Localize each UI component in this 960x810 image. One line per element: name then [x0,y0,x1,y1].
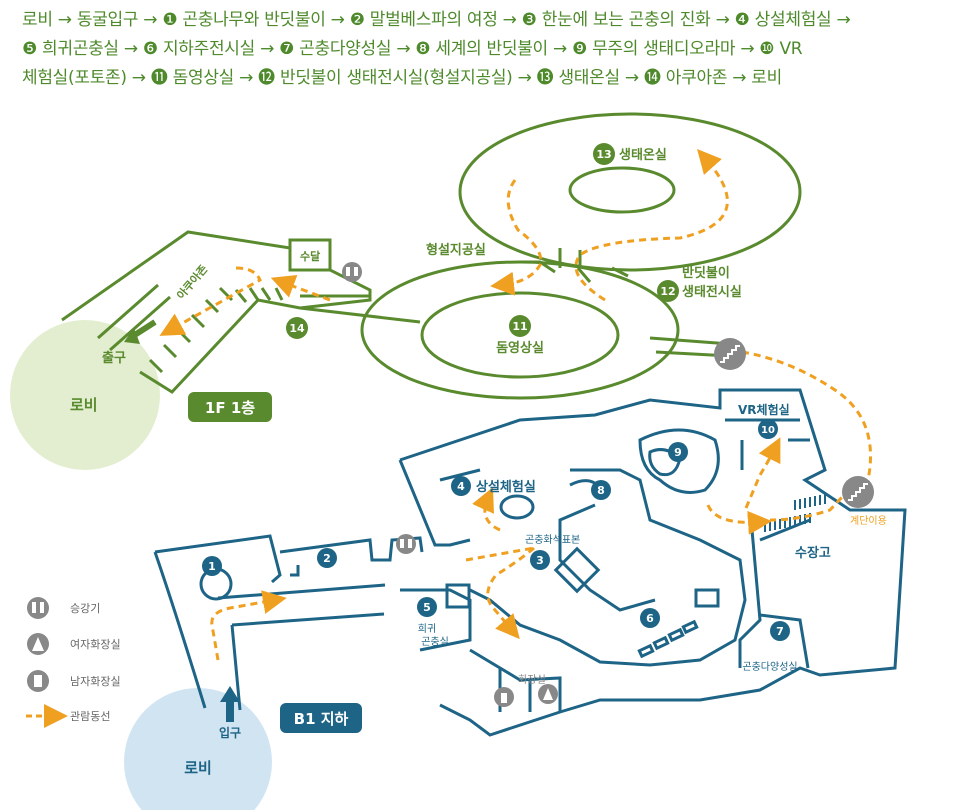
legend-male-restroom: 남자화장실 [27,670,121,692]
room-8-number: 8 [597,484,605,497]
floor-1f-plan [61,112,802,400]
room-2-marker: 2 [317,548,337,568]
room-3-marker: 3 [530,550,550,570]
route-line-3: 체험실(포토존) → ⓫ 돔영상실 → ⓬ 반딧불이 생태전시실(형설지공실) … [22,68,782,88]
exit-label: 출구 [102,350,126,366]
floor-1f-badge-text: 1F 1층 [205,399,255,417]
room-5-label-2: 곤충실 [421,636,449,648]
room-10-label: VR체험실 [738,402,790,417]
entrance-label: 입구 [219,726,241,740]
floor-1f-badge: 1F 1층 [188,392,272,422]
room-6-number: 6 [646,612,654,625]
floor-b1-badge: B1 지하 [280,703,362,733]
room-13-marker: 13 [593,143,615,165]
room-7-marker: 7 [770,621,790,641]
legend-elevator-label: 승강기 [70,602,100,615]
legend-male-label: 남자화장실 [70,675,121,688]
elevator-icon [342,262,362,282]
floor-b1-badge-text: B1 지하 [294,710,349,728]
room-9-number: 9 [674,446,682,459]
lobby-b1-area [124,688,272,810]
room-4-number: 4 [457,480,465,493]
entrance-arrow [220,686,240,722]
room-7-number: 7 [776,625,784,638]
room-5-label-1: 희귀 [418,623,436,635]
legend-route: 관람동선 [26,704,110,728]
room-11-label: 돔영상실 [496,340,544,356]
room-14-marker: 14 [286,317,308,339]
room-3-number: 3 [536,554,544,567]
room-5-marker: 5 [417,597,437,617]
room-14-number: 14 [289,322,305,335]
legend-female-label: 여자화장실 [70,638,121,651]
room-12-number: 12 [660,285,675,298]
room-9-marker: 9 [668,442,688,462]
route-line-1: 로비 → 동굴입구 → ❶ 곤충나무와 반딧불이 → ❷ 말벌베스파의 여정 →… [22,10,851,30]
room-1-number: 1 [208,560,216,573]
room-8-marker: 8 [591,480,611,500]
floor-b1-route [210,437,860,661]
legend: 승강기 여자화장실 남자화장실 관람동선 [26,597,121,728]
male-restroom-icon [494,687,514,707]
stairs-icon [842,476,874,508]
hyeongseol-label: 형설지공실 [426,242,486,258]
lobby-b1-label: 로비 [184,759,212,777]
female-restroom-icon [538,684,558,704]
room-10-marker: 10 [758,419,778,439]
stairs-label: 계단이용 [850,515,887,527]
floor-b1-plan [153,388,907,737]
stairs-icon [714,338,746,370]
room-6-marker: 6 [640,608,660,628]
room-2-number: 2 [323,552,331,565]
route-description: 로비 → 동굴입구 → ❶ 곤충나무와 반딧불이 → ❷ 말벌베스파의 여정 →… [22,6,942,93]
room-11-number: 11 [512,320,527,333]
legend-elevator: 승강기 [27,597,100,619]
room-11-marker: 11 [509,315,531,337]
legend-route-label: 관람동선 [70,710,110,723]
room-5-number: 5 [423,601,431,614]
room-12-label-2: 생태전시실 [682,284,742,300]
room-10-number: 10 [761,425,775,436]
route-line-2: ❺ 희귀곤충실 → ❻ 지하주전시실 → ❼ 곤충다양성실 → ❽ 세계의 반딧… [22,39,803,59]
storage-label: 수장고 [795,545,831,561]
restroom-label: 화장실 [518,674,546,686]
room-4-label: 상설체험실 [476,479,536,495]
room-3-label: 곤충화석표본 [525,534,580,546]
room-12-label-1: 반딧불이 [682,265,730,281]
room-13-label: 생태온실 [619,147,667,163]
room-12-marker: 12 [657,280,679,302]
lobby-1f-area [10,320,160,470]
lobby-1f-label: 로비 [70,396,98,414]
room-7-label: 곤충다양성실 [742,661,797,673]
room-4-marker: 4 [451,476,471,496]
floor-1f-route [159,149,872,481]
legend-female-restroom: 여자화장실 [27,633,121,655]
room-1-marker: 1 [202,556,222,576]
aquazone-label: 아쿠아존 [174,262,211,302]
water-tank-label: 수달 [300,250,320,263]
room-13-number: 13 [596,148,611,161]
elevator-icon [396,534,416,554]
